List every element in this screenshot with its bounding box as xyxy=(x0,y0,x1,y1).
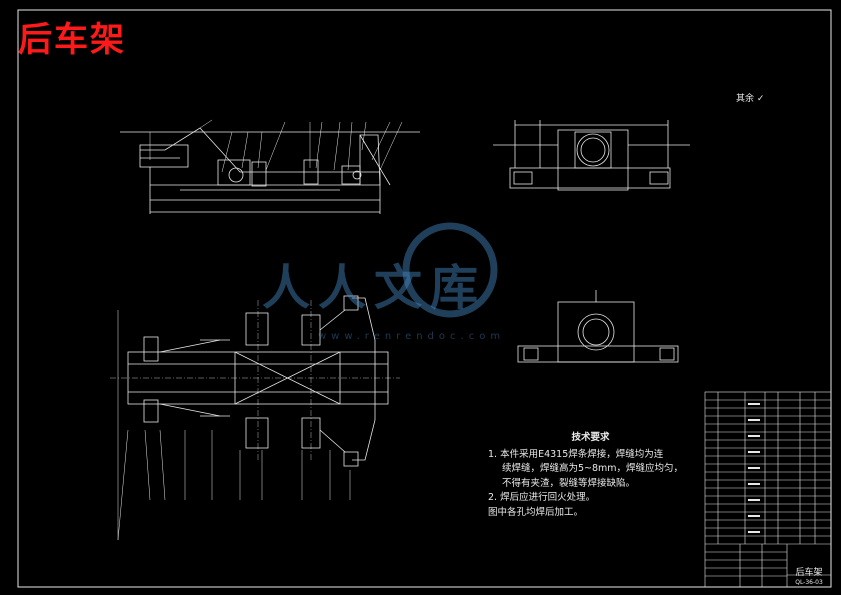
tech-req-line: 1. 本件采用E4315焊条焊接，焊缝均为连 xyxy=(488,448,664,460)
front-view xyxy=(120,127,420,214)
plan-view xyxy=(127,295,389,467)
tech-req-heading: 技术要求 xyxy=(571,432,610,443)
roughness-text: 其余 xyxy=(736,94,755,104)
title-block xyxy=(704,391,832,588)
drawing-title: 后车架 xyxy=(18,20,126,60)
side-view xyxy=(493,120,690,191)
title-block-drawing-code: QL-36-03 xyxy=(795,579,823,586)
roughness-check-icon: ✓ xyxy=(756,94,765,104)
tech-req-line: 续焊缝，焊缝高为5~8mm，焊缝应均匀， xyxy=(502,463,684,474)
title-block-fill-marks xyxy=(748,403,760,533)
watermark-logo xyxy=(402,222,498,318)
watermark-text: 人人文库 xyxy=(262,260,487,316)
sheet-border xyxy=(17,9,832,588)
tech-req-line: 2. 焊后应进行回火处理。 xyxy=(488,492,596,503)
front-leader-lines xyxy=(149,119,403,173)
plan-centerlines xyxy=(110,300,400,460)
plan-dimension-lines xyxy=(117,310,351,541)
title-block-drawing-name: 后车架 xyxy=(795,568,823,578)
roughness-note: 其余 ✓ xyxy=(736,91,764,104)
detail-view xyxy=(517,290,679,363)
watermark-url: www.renrendoc.com xyxy=(318,331,506,342)
technical-requirements: 技术要求 1. 本件采用E4315焊条焊接，焊缝均为连 续焊缝，焊缝高为5~8m… xyxy=(488,431,693,520)
tech-req-line: 图中各孔均焊后加工。 xyxy=(488,506,584,518)
tech-req-line: 不得有夹渣，裂缝等焊接缺陷。 xyxy=(502,477,636,489)
